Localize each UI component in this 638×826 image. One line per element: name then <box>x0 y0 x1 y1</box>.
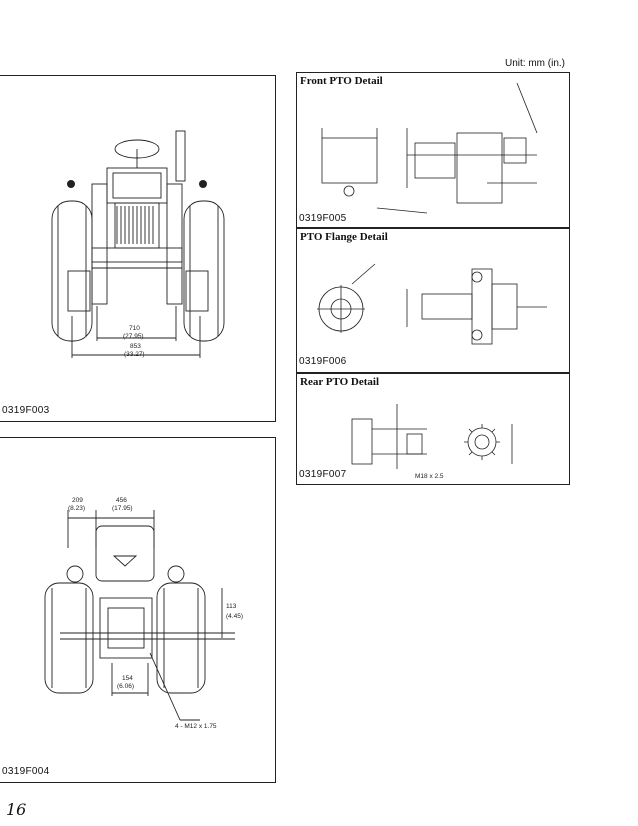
rear-dim-top-left-in: (8.23) <box>68 505 85 512</box>
front-dim-outer: 853 <box>130 343 141 350</box>
front-pto-drawing <box>321 82 538 214</box>
figure-code-0319F003: 0319F003 <box>2 405 50 416</box>
figure-code-0319F004: 0319F004 <box>2 766 50 777</box>
front-view-drawing <box>51 130 225 358</box>
rear-pto-panel: Rear PTO Detail M18 x 2.5 0319F007 <box>296 373 570 485</box>
rear-pto-dim-m18: M18 x 2.5 <box>415 473 444 480</box>
rear-pto-title: Rear PTO Detail <box>300 376 380 388</box>
rear-view-drawing <box>44 510 235 721</box>
unit-label: Unit: mm (in.) <box>505 58 565 69</box>
front-pto-panel: Front PTO Detail 0319F005 <box>296 72 570 228</box>
figure-code-0319F006: 0319F006 <box>299 356 347 367</box>
rear-dim-bottom: 154 <box>122 675 133 682</box>
rear-dim-bolt: 4 - M12 x 1.75 <box>175 723 217 730</box>
front-dim-outer-in: (33.27) <box>124 351 145 358</box>
pto-flange-panel: PTO Flange Detail 0319F006 <box>296 228 570 373</box>
rear-dim-side-in: (4.45) <box>226 613 243 620</box>
figure-code-0319F005: 0319F005 <box>299 213 347 224</box>
front-dim-inner-in: (27.95) <box>123 333 144 340</box>
rear-dim-top-right: 456 <box>116 497 127 504</box>
rear-dim-top-right-in: (17.95) <box>112 505 133 512</box>
front-dim-inner: 710 <box>129 325 140 332</box>
pto-flange-title: PTO Flange Detail <box>300 231 388 243</box>
rear-pto-drawing <box>351 404 513 469</box>
pto-flange-drawing <box>317 263 547 345</box>
rear-dim-bottom-in: (6.06) <box>117 683 134 690</box>
page-number: 16 <box>6 800 27 819</box>
rear-dim-top-left: 209 <box>72 497 83 504</box>
front-pto-title: Front PTO Detail <box>300 75 383 87</box>
rear-dim-side: 113 <box>226 603 237 610</box>
rear-view-panel: 209 (8.23) 456 (17.95) 113 (4.45) 154 (6… <box>0 437 276 783</box>
front-view-panel: 710 (27.95) 853 (33.27) 0319F003 <box>0 75 276 422</box>
figure-code-0319F007: 0319F007 <box>299 469 347 480</box>
